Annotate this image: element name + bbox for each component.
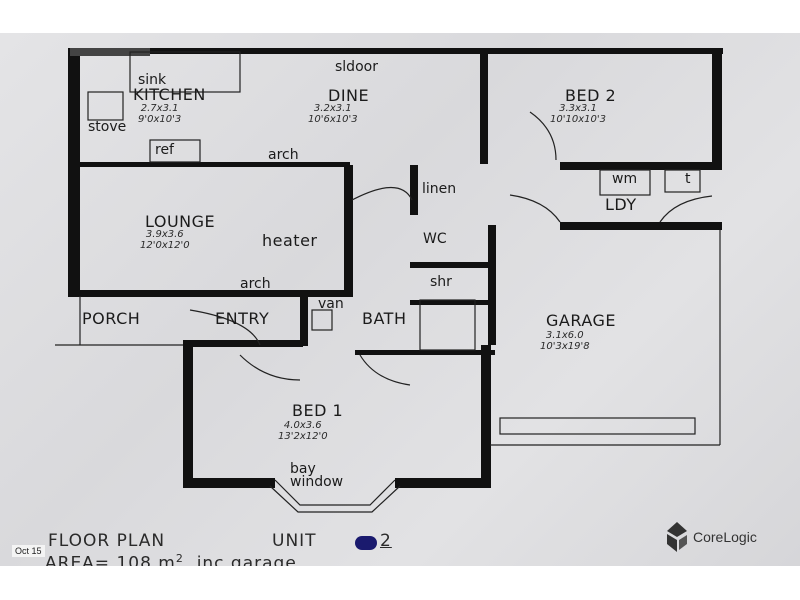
stove-label: stove xyxy=(88,119,127,135)
room-name-kitchen: KITCHEN xyxy=(133,85,206,104)
room-name-bath: BATH xyxy=(362,309,407,328)
arch-label-lounge: arch xyxy=(240,276,271,292)
sliding-door-label: sldoor xyxy=(335,59,378,75)
unit-number: 2 xyxy=(380,531,392,551)
area-text: AREA= 108 m2 inc garage xyxy=(45,553,297,566)
room-name-bed1: BED 1 xyxy=(292,401,344,420)
walls xyxy=(68,48,723,488)
arch-label-kitchen: arch xyxy=(268,147,299,163)
heater-label: heater xyxy=(262,231,318,250)
corelogic-diamond-icon xyxy=(667,522,687,552)
room-name-shower: shr xyxy=(430,274,452,290)
floor-plan-paper xyxy=(0,33,800,566)
room-name-bed2: BED 2 xyxy=(565,86,617,105)
room-name-wc: WC xyxy=(423,231,447,247)
brand-name: CoreLogic xyxy=(693,529,757,545)
unit-label: UNIT xyxy=(272,531,317,551)
ref-label: ref xyxy=(155,142,174,158)
date-tag: Oct 15 xyxy=(12,545,45,557)
floor-plan-title: FLOOR PLAN xyxy=(48,531,166,551)
room-name-lounge: LOUNGE xyxy=(145,212,216,231)
redaction-mark xyxy=(355,536,377,550)
room-name-dine: DINE xyxy=(328,86,370,105)
room-name-garage: GARAGE xyxy=(546,311,616,330)
room-name-laundry: LDY xyxy=(605,195,637,214)
washing-machine-label: wm xyxy=(612,171,638,187)
linen-label: linen xyxy=(422,181,457,197)
thin-lines xyxy=(55,51,721,513)
corelogic-logo: CoreLogic xyxy=(665,522,757,552)
room-name-porch: PORCH xyxy=(82,309,141,328)
tub-label: t xyxy=(685,171,691,187)
room-name-entry: ENTRY xyxy=(215,309,270,328)
sink-label: sink xyxy=(138,72,167,88)
vanity-label: van xyxy=(318,296,344,312)
